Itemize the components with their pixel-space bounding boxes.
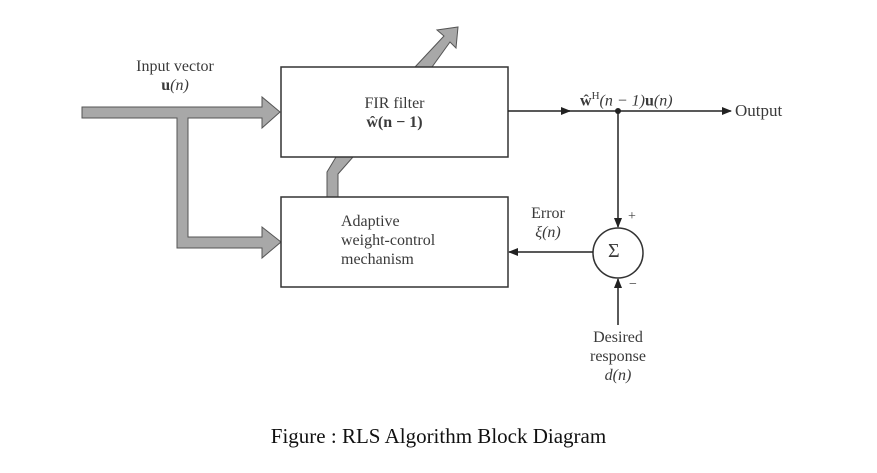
adaptation-diagonal-arrow <box>413 26 459 68</box>
weight-update-connector <box>326 156 355 198</box>
desired-line-1: Desired <box>593 329 643 346</box>
adaptive-label: Adaptive weight-control mechanism <box>341 212 435 269</box>
input-thick-arrow <box>81 95 282 260</box>
fir-filter-block <box>280 66 509 158</box>
error-text: Error <box>531 205 565 222</box>
hermitian-sup: H <box>591 90 600 102</box>
input-symbol: u(n) <box>110 76 240 95</box>
input-vector-text: Input vector <box>136 58 214 75</box>
w-hat: ŵ <box>580 92 592 110</box>
figure-caption: Figure : RLS Algorithm Block Diagram <box>270 424 607 448</box>
arg-n-1: (n − 1) <box>599 92 645 110</box>
desired-symbol: d(n) <box>604 367 632 384</box>
adaptive-line-1: Adaptive <box>341 213 400 230</box>
minus-sign: − <box>629 277 637 292</box>
u-symbol: u <box>644 92 654 110</box>
adaptive-line-3: mechanism <box>341 251 414 268</box>
adaptive-weight-control-block <box>280 196 509 288</box>
input-symbol-arg: (n) <box>170 77 189 94</box>
sigma-symbol: Σ <box>608 240 620 262</box>
fir-filter-title: FIR filter <box>364 95 425 112</box>
output-signal-label: ŵH(n − 1)u(n) <box>580 87 673 110</box>
error-symbol: ξ(n) <box>535 224 561 241</box>
input-symbol-u: u <box>161 77 171 94</box>
fir-filter-symbol: ŵ(n − 1) <box>366 114 423 131</box>
desired-line-2: response <box>590 348 646 365</box>
fir-filter-label: FIR filter ŵ(n − 1) <box>281 94 508 132</box>
arg-n: (n) <box>653 92 673 110</box>
adaptive-line-2: weight-control <box>341 232 436 249</box>
error-label: Error ξ(n) <box>518 204 578 242</box>
desired-response-label: Desired response d(n) <box>568 328 668 385</box>
input-label: Input vector u(n) <box>110 57 240 95</box>
plus-sign: + <box>628 209 636 224</box>
output-label: Output <box>735 101 783 120</box>
